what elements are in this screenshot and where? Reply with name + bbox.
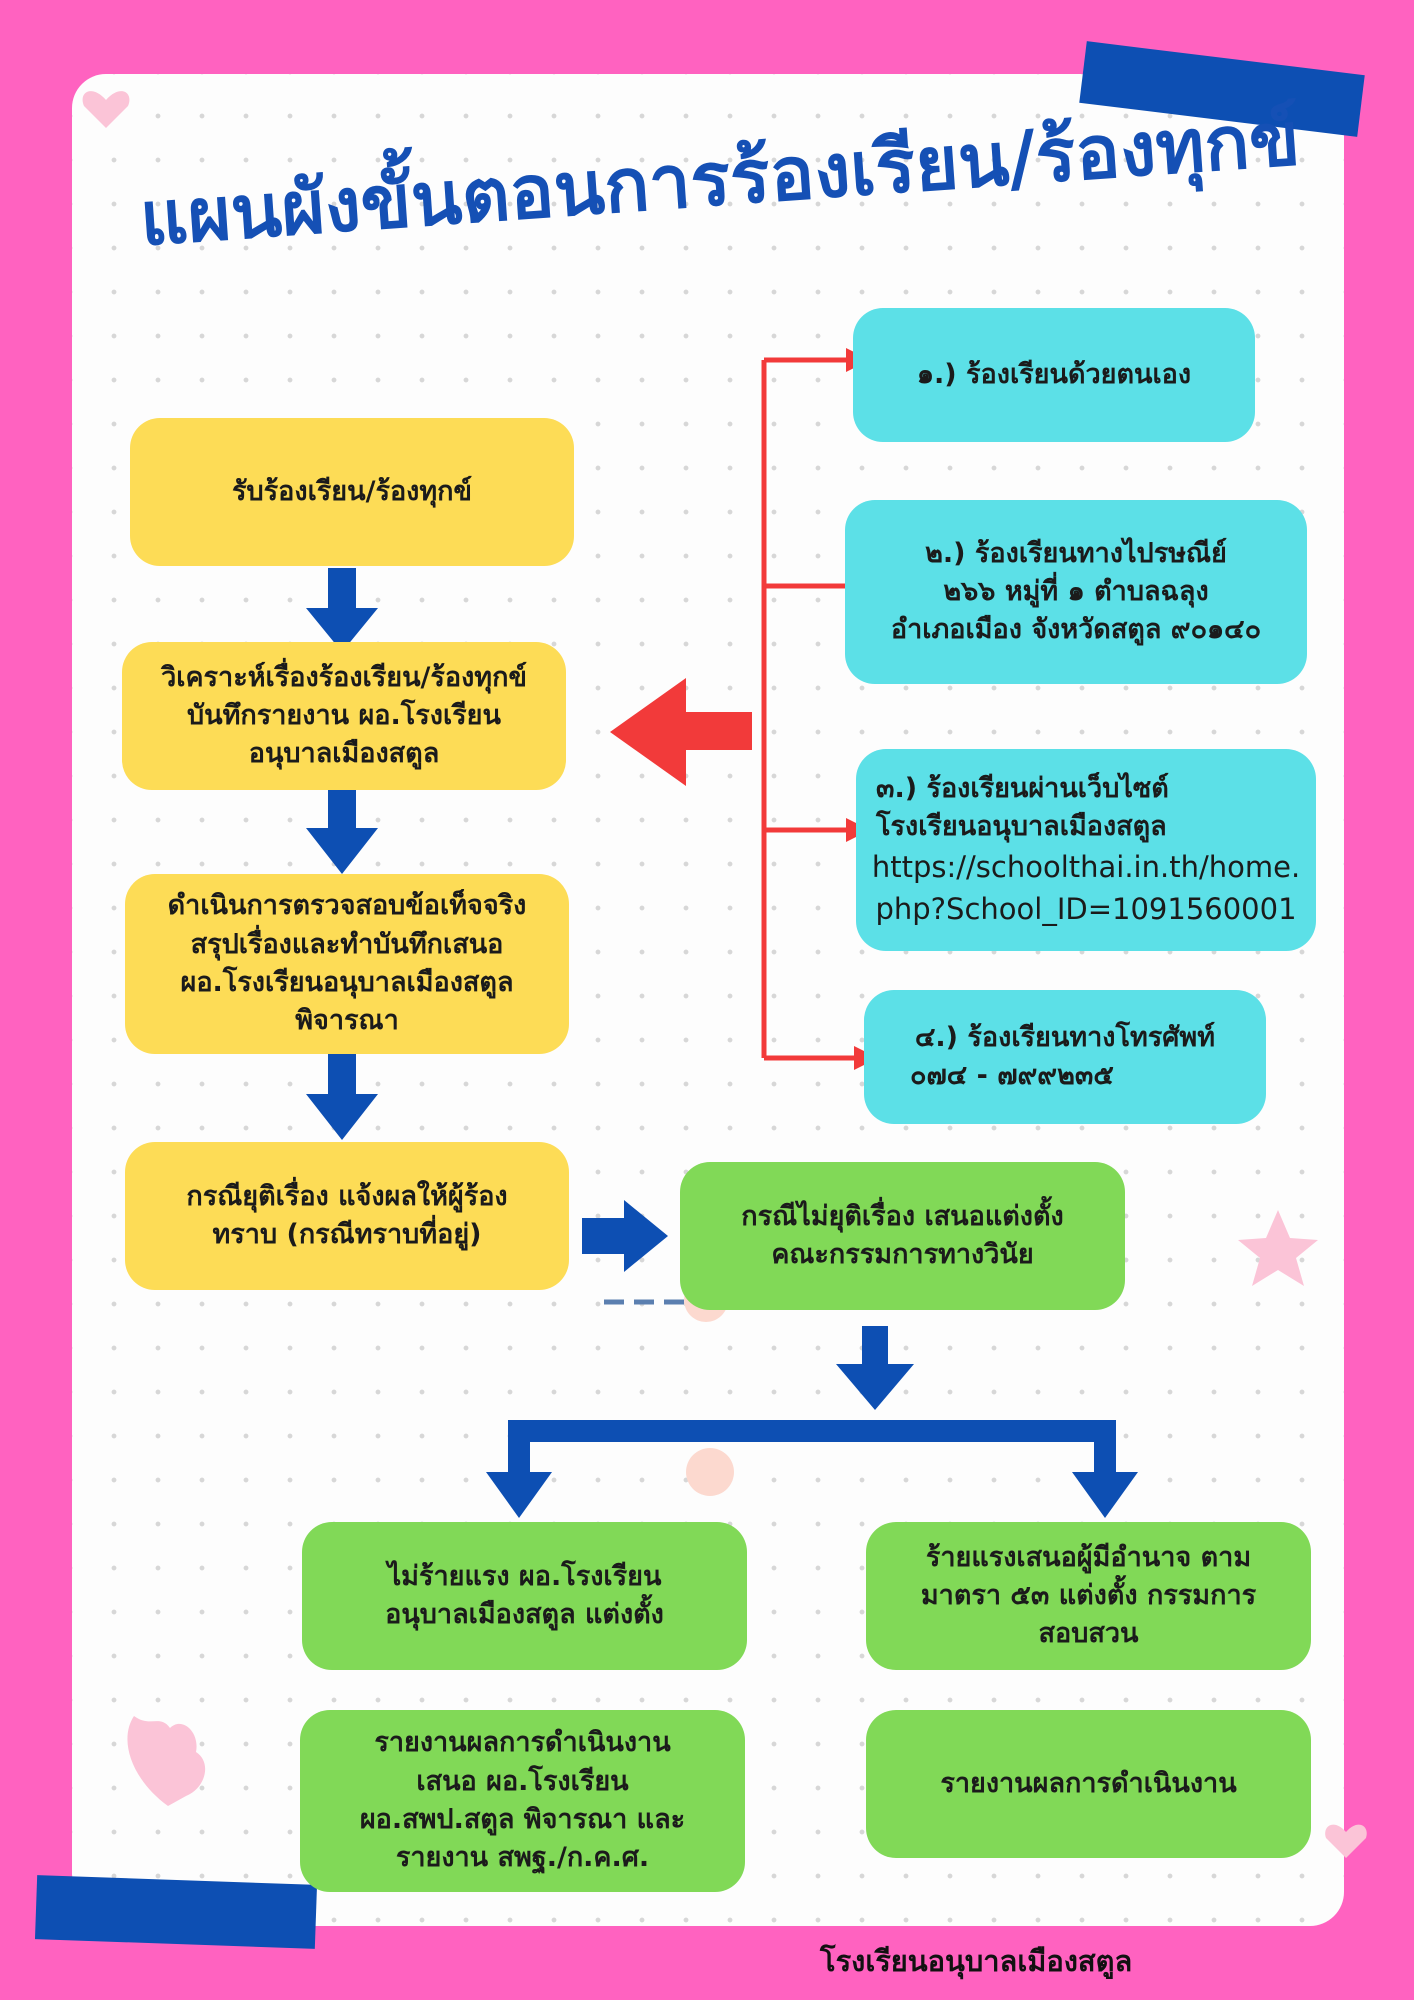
step-resolved-line: ทราบ (กรณีทราบที่อยู่) xyxy=(212,1219,482,1250)
channel-phone-line: ๔.) ร้องเรียนทางโทรศัพท์ xyxy=(914,1021,1216,1053)
branch-bar xyxy=(508,1420,1116,1442)
channel-phone-box: ๔.) ร้องเรียนทางโทรศัพท์ ๐๗๔ - ๗๙๙๒๓๕ xyxy=(864,990,1266,1124)
step-minor-line: ไม่ร้ายแรง ผอ.โรงเรียน xyxy=(387,1560,662,1592)
channel-post-line: อำเภอเมือง จังหวัดสตูล ๙๐๑๔๐ xyxy=(890,614,1262,646)
step-severe-line: ร้ายแรงเสนอผู้มีอำนาจ ตาม xyxy=(925,1541,1252,1573)
step-receive-box: รับร้องเรียน/ร้องทุกข์ xyxy=(130,418,574,566)
step-unresolved-box: กรณีไม่ยุติเรื่อง เสนอแต่งตั้ง คณะกรรมกา… xyxy=(680,1162,1125,1310)
arrow-down-2 xyxy=(306,790,378,874)
step-resolved-line: กรณียุติเรื่อง แจ้งผลให้ผู้ร้อง xyxy=(186,1180,508,1212)
star-decoration xyxy=(1238,1210,1318,1286)
step-minor-box: ไม่ร้ายแรง ผอ.โรงเรียน อนุบาลเมืองสตูล แ… xyxy=(302,1522,747,1670)
channel-web-box: ๓.) ร้องเรียนผ่านเว็บไซต์ โรงเรียนอนุบาล… xyxy=(856,749,1316,951)
arrow-down-1 xyxy=(306,568,378,652)
peach-dot-2 xyxy=(686,1448,734,1496)
step-investigate-line: ดำเนินการตรวจสอบข้อเท็จจริง xyxy=(167,890,527,922)
arrow-down-severe xyxy=(1072,1472,1138,1518)
channel-post-line: ๒๖๖ หมู่ที่ ๑ ตำบลฉลุง xyxy=(943,575,1209,607)
step-severe-box: ร้ายแรงเสนอผู้มีอำนาจ ตาม มาตรา ๕๓ แต่งต… xyxy=(866,1522,1311,1670)
red-arrow-left xyxy=(610,678,752,786)
step-analyze-line: บันทึกรายงาน ผอ.โรงเรียน xyxy=(187,699,501,731)
heart-bottom-right xyxy=(1325,1824,1367,1858)
step-report-minor-line: เสนอ ผอ.โรงเรียน xyxy=(416,1765,629,1797)
channel-web-line: โรงเรียนอนุบาลเมืองสตูล xyxy=(876,810,1167,842)
step-report-minor-line: รายงาน สพฐ./ก.ค.ศ. xyxy=(395,1842,650,1874)
step-investigate-line: สรุปเรื่องและทำบันทึกเสนอ xyxy=(190,928,504,960)
step-severe-line: มาตรา ๕๓ แต่งตั้ง กรรมการ xyxy=(920,1579,1257,1611)
channel-post-line: ๒.) ร้องเรียนทางไปรษณีย์ xyxy=(925,537,1227,569)
channel-self-line: ๑.) ร้องเรียนด้วยตนเอง xyxy=(916,358,1192,390)
step-severe-line: สอบสวน xyxy=(1038,1618,1139,1650)
step-report-minor-box: รายงานผลการดำเนินงาน เสนอ ผอ.โรงเรียน ผอ… xyxy=(300,1710,745,1892)
step-analyze-box: วิเคราะห์เรื่องร้องเรียน/ร้องทุกข์ บันทึ… xyxy=(122,642,566,790)
channel-web-line: ๓.) ร้องเรียนผ่านเว็บไซต์ xyxy=(876,772,1169,804)
arrow-down-minor xyxy=(486,1472,552,1518)
step-report-severe-box: รายงานผลการดำเนินงาน xyxy=(866,1710,1311,1858)
step-investigate-line: ผอ.โรงเรียนอนุบาลเมืองสตูล xyxy=(180,967,514,998)
step-unresolved-line: คณะกรรมการทางวินัย xyxy=(771,1239,1034,1270)
leaf-decoration xyxy=(127,1716,206,1806)
step-resolved-box: กรณียุติเรื่อง แจ้งผลให้ผู้ร้อง ทราบ (กร… xyxy=(125,1142,569,1290)
channel-web-url: https://schoolthai.in.th/home. xyxy=(871,850,1301,885)
heart-top-left xyxy=(82,91,130,128)
channel-phone-line: ๐๗๔ - ๗๙๙๒๓๕ xyxy=(910,1060,1114,1091)
channel-web-url: php?School_ID=1091560001 xyxy=(875,892,1297,927)
step-report-minor-line: รายงานผลการดำเนินงาน xyxy=(374,1727,671,1759)
arrow-down-unresolved xyxy=(836,1326,914,1410)
branch-right-stem xyxy=(1094,1420,1116,1474)
branch-left-stem xyxy=(508,1420,530,1474)
step-minor-line: อนุบาลเมืองสตูล แต่งตั้ง xyxy=(385,1599,664,1630)
arrow-right-resolved xyxy=(582,1200,668,1272)
footer-school-name: โรงเรียนอนุบาลเมืองสตูล xyxy=(820,1944,1133,1978)
step-investigate-box: ดำเนินการตรวจสอบข้อเท็จจริง สรุปเรื่องแล… xyxy=(125,874,569,1054)
step-analyze-line: อนุบาลเมืองสตูล xyxy=(248,738,440,770)
step-receive-line: รับร้องเรียน/ร้องทุกข์ xyxy=(232,475,472,507)
channel-post-box: ๒.) ร้องเรียนทางไปรษณีย์ ๒๖๖ หมู่ที่ ๑ ต… xyxy=(845,500,1307,684)
step-report-severe-line: รายงานผลการดำเนินงาน xyxy=(940,1767,1237,1799)
channel-self-box: ๑.) ร้องเรียนด้วยตนเอง xyxy=(853,308,1255,442)
step-analyze-line: วิเคราะห์เรื่องร้องเรียน/ร้องทุกข์ xyxy=(161,661,527,693)
step-unresolved-line: กรณีไม่ยุติเรื่อง เสนอแต่งตั้ง xyxy=(741,1200,1064,1232)
arrow-down-3 xyxy=(306,1052,378,1140)
step-report-minor-line: ผอ.สพป.สตูล พิจารณา และ xyxy=(359,1804,686,1835)
step-investigate-line: พิจารณา xyxy=(295,1005,399,1037)
